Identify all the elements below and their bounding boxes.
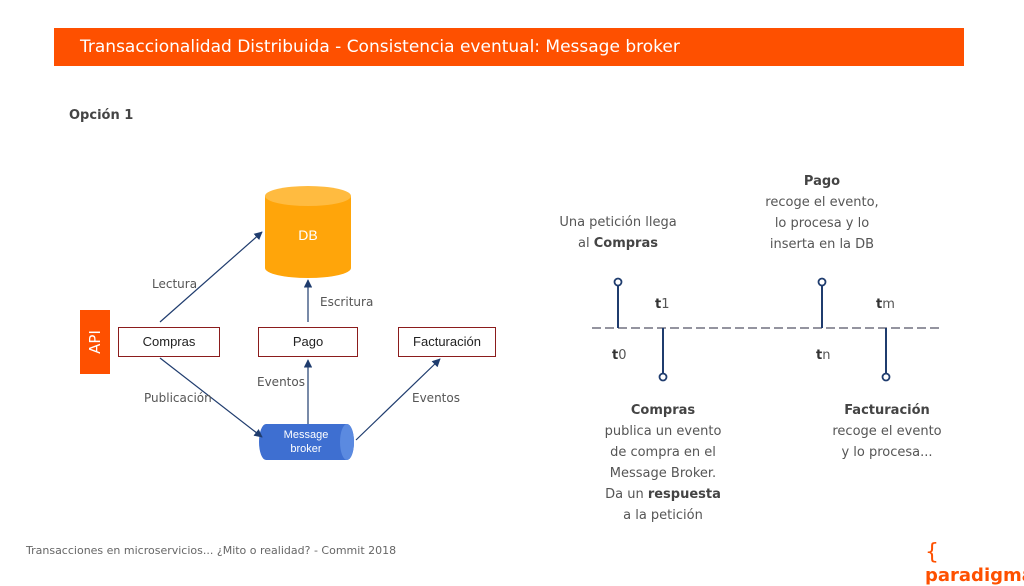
api-label: API <box>86 330 104 354</box>
edge-label-escritura: Escritura <box>320 295 374 309</box>
service-pago-box: Pago <box>258 327 358 357</box>
paradigma-logo: { paradigma <box>925 540 1024 586</box>
db-label: DB <box>298 227 318 243</box>
service-compras-box: Compras <box>118 327 220 357</box>
annotation-tn: Pago recoge el evento, lo procesa y lo i… <box>765 174 879 252</box>
annotation-t0: Una petición llega al Compras <box>559 215 677 251</box>
arrow-eventos-facturacion <box>355 358 441 441</box>
api-block: API <box>80 310 110 374</box>
arrow-lectura <box>159 231 263 323</box>
annotation-t1: Compras publica un evento de compra en e… <box>604 403 722 523</box>
timeline-marker-tm <box>881 328 891 382</box>
tick-label-t1: t1 <box>655 297 670 312</box>
message-broker-line1: Message <box>283 429 329 441</box>
edge-label-lectura: Lectura <box>152 277 198 291</box>
timeline-marker-t1 <box>658 328 668 382</box>
timeline-marker-tn <box>817 277 827 328</box>
service-facturacion-box: Facturación <box>398 327 496 357</box>
timeline-marker-t0 <box>613 277 623 328</box>
page-title: Transaccionalidad Distribuida - Consiste… <box>54 28 964 66</box>
section-subtitle: Opción 1 <box>69 108 134 123</box>
edge-label-eventos-facturacion: Eventos <box>412 391 460 405</box>
message-broker-cylinder <box>259 424 354 460</box>
edge-label-eventos-pago: Eventos <box>257 375 305 389</box>
tick-label-tn: tn <box>816 348 831 363</box>
arrow-publicacion <box>159 357 263 438</box>
tick-label-t0: t0 <box>612 348 627 363</box>
edge-label-publicacion: Publicación <box>144 391 212 405</box>
annotation-tm: Facturación recoge el evento y lo proces… <box>832 403 942 460</box>
footer-text: Transacciones en microservicios... ¿Mito… <box>26 544 397 557</box>
message-broker-label: Message broker <box>262 428 350 456</box>
message-broker-line2: broker <box>290 443 322 455</box>
db-cylinder <box>265 186 351 278</box>
tick-label-tm: tm <box>876 297 895 312</box>
